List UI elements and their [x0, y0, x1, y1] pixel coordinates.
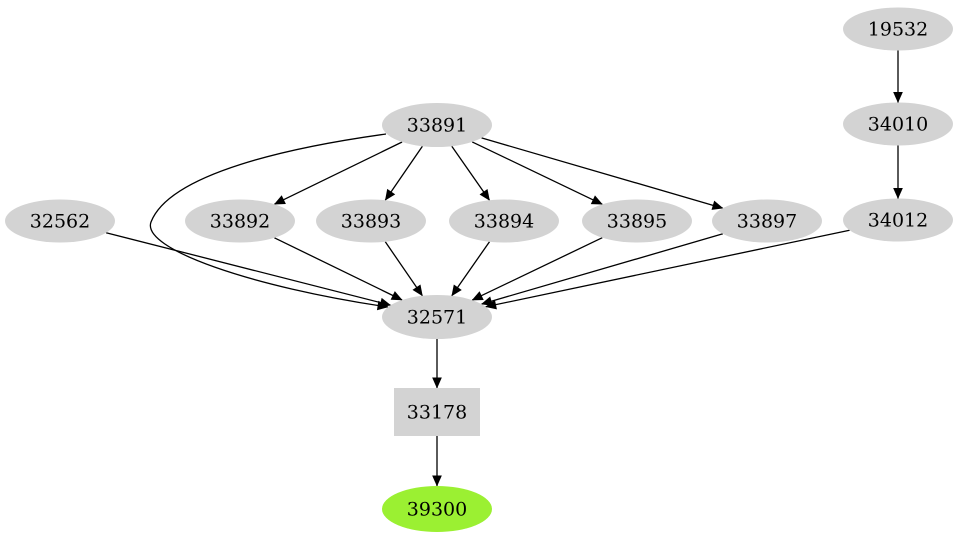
node-label: 32571 [407, 307, 467, 329]
node-label: 33894 [474, 211, 534, 233]
edge-33892-32571 [274, 237, 403, 301]
node-shape-ellipse [185, 199, 295, 243]
graph-node-39300: 39300 [382, 486, 492, 532]
node-label: 33892 [210, 211, 270, 233]
graph-node-33893: 33893 [316, 199, 426, 243]
graph-node-33178: 33178 [394, 388, 480, 436]
edge-34012-32571 [485, 229, 850, 310]
node-label: 33178 [407, 402, 467, 424]
edge-33891-33893 [384, 145, 423, 201]
node-label: 33895 [607, 211, 667, 233]
graph-node-33891: 33891 [382, 103, 492, 147]
graph-node-32562: 32562 [5, 199, 115, 243]
node-shape-ellipse [382, 103, 492, 147]
node-label: 34012 [868, 210, 928, 232]
edge-33897-32571 [480, 233, 724, 306]
edge-32562-32571 [105, 232, 392, 308]
edge-33895-32571 [471, 237, 603, 301]
edge-33891-33892 [273, 141, 403, 205]
node-shape-ellipse [316, 199, 426, 243]
node-shape-ellipse [449, 199, 559, 243]
graph-node-33892: 33892 [185, 199, 295, 243]
edge-33893-32571 [384, 241, 423, 297]
node-label: 39300 [407, 499, 467, 521]
node-label: 19532 [868, 19, 928, 41]
node-shape-ellipse [843, 198, 953, 242]
graph-node-34010: 34010 [843, 102, 953, 146]
node-shape-box [394, 388, 480, 436]
graph-node-34012: 34012 [843, 198, 953, 242]
edge-33891-33894 [451, 145, 491, 201]
nodes-layer: 19532 34010 33891 32562 33892 33893 33894 33895… [5, 7, 953, 532]
node-shape-ellipse [843, 102, 953, 146]
graph-node-33897: 33897 [712, 199, 822, 243]
edge-33891-33897 [481, 137, 724, 210]
node-shape-ellipse [843, 7, 953, 51]
node-shape-ellipse [382, 486, 492, 532]
edges-layer [105, 50, 903, 487]
node-label: 34010 [868, 114, 928, 136]
node-label: 32562 [30, 211, 90, 233]
node-label: 33897 [737, 211, 797, 233]
node-shape-ellipse [712, 199, 822, 243]
graph-node-32571: 32571 [382, 295, 492, 339]
node-shape-ellipse [5, 199, 115, 243]
graph-node-33895: 33895 [582, 199, 692, 243]
graph-node-19532: 19532 [843, 7, 953, 51]
node-label: 33891 [407, 115, 467, 137]
edge-33891-32571 [149, 133, 389, 311]
edge-33891-33895 [471, 141, 603, 205]
graph-node-33894: 33894 [449, 199, 559, 243]
node-shape-ellipse [582, 199, 692, 243]
node-shape-ellipse [382, 295, 492, 339]
node-label: 33893 [341, 211, 401, 233]
edge-33894-32571 [451, 241, 491, 297]
